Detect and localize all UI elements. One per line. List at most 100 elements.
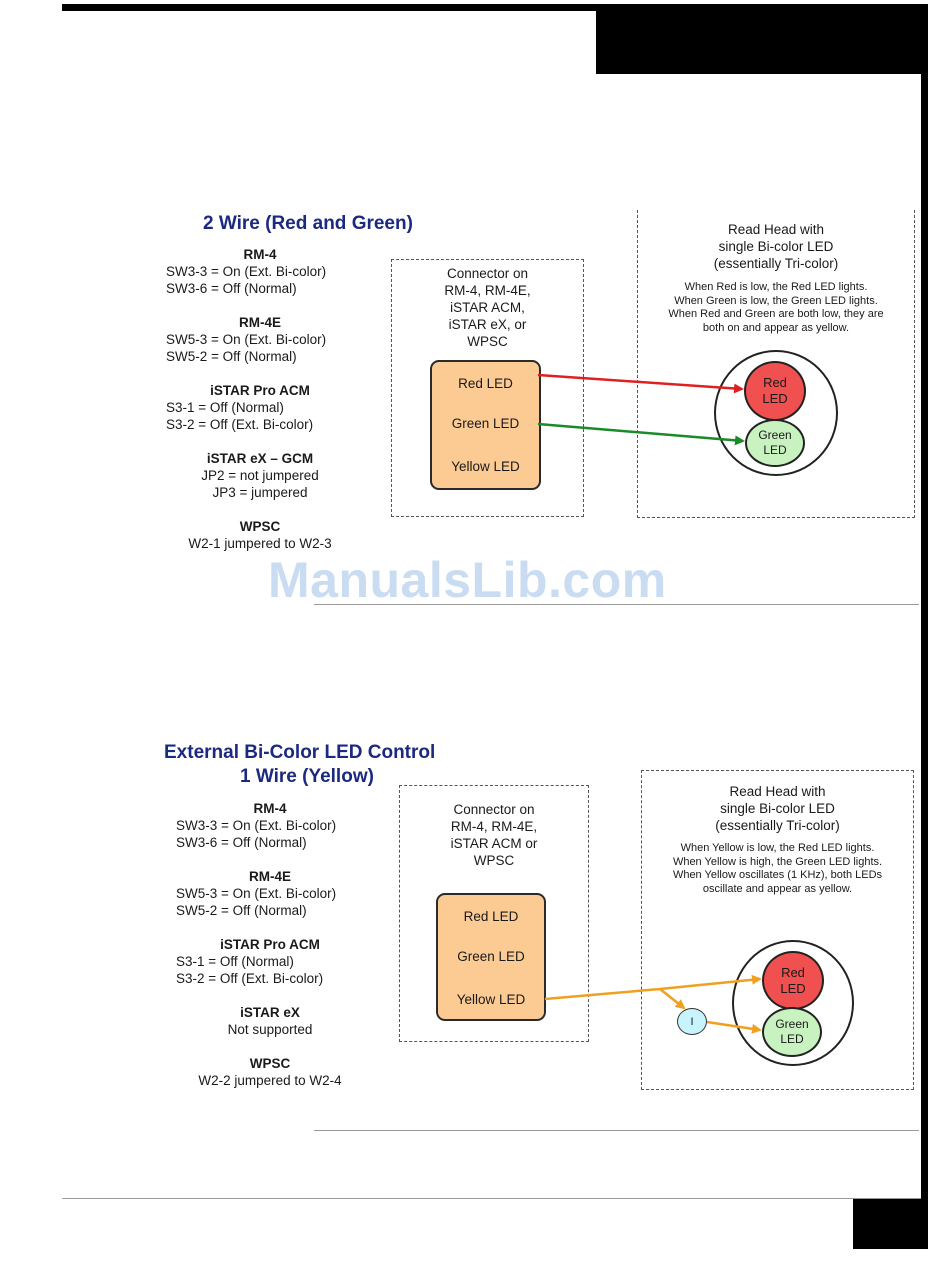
yellow-wire-branch xyxy=(659,988,686,1010)
config-rm4e: RM-4E SW5-3 = On (Ext. Bi-color) SW5-2 =… xyxy=(150,314,370,365)
green-led-label: LED xyxy=(763,443,787,457)
config-heading: iSTAR eX xyxy=(240,1005,300,1020)
config-line: SW3-6 = Off (Normal) xyxy=(176,835,307,850)
config-line: S3-2 = Off (Ext. Bi-color) xyxy=(176,971,324,986)
connector-line: Connector on xyxy=(446,266,529,281)
config-line: JP2 = not jumpered xyxy=(201,468,319,483)
config-istar-ex: iSTAR eX Not supported xyxy=(160,1004,380,1038)
section2-subtitle: 1 Wire (Yellow) xyxy=(240,766,374,787)
section1-readhead-title: Read Head with single Bi-color LED (esse… xyxy=(637,221,915,272)
connector-line: WPSC xyxy=(473,853,515,868)
config-wpsc: WPSC W2-1 jumpered to W2-3 xyxy=(150,518,370,552)
inverter-label: I xyxy=(690,1015,694,1028)
config-line: SW3-3 = On (Ext. Bi-color) xyxy=(176,818,337,833)
green-led-label: LED xyxy=(780,1032,804,1046)
section2-readhead-frame xyxy=(641,770,914,1090)
connector-yellow-led-label: Yellow LED xyxy=(451,459,520,474)
config-line: S3-1 = Off (Normal) xyxy=(166,400,284,415)
connector-green-led-label: Green LED xyxy=(457,949,525,964)
footer-rule xyxy=(62,1198,921,1199)
config-heading: RM-4E xyxy=(248,869,291,884)
red-led-label: LED xyxy=(780,980,806,996)
section1-title: 2 Wire (Red and Green) xyxy=(203,213,413,234)
yellow-wire xyxy=(544,974,762,1001)
green-led-label: Green xyxy=(775,1017,809,1031)
readhead-desc-line: oscillate and appear as yellow. xyxy=(702,882,853,895)
section-divider-2 xyxy=(314,1130,919,1131)
config-line: SW5-3 = On (Ext. Bi-color) xyxy=(166,332,327,347)
inverter-output-wire xyxy=(706,1020,762,1034)
config-heading: RM-4E xyxy=(238,315,281,330)
page-edge-bar xyxy=(921,4,928,1249)
header-block xyxy=(596,4,928,74)
config-heading: iSTAR Pro ACM xyxy=(220,937,320,952)
config-istar-pro-acm: iSTAR Pro ACM S3-1 = Off (Normal) S3-2 =… xyxy=(150,382,370,433)
connector-line: iSTAR eX, or xyxy=(448,317,527,332)
readhead-desc-line: When Red and Green are both low, they ar… xyxy=(668,308,884,320)
red-led-label: Red xyxy=(763,375,787,390)
config-line: W2-2 jumpered to W2-4 xyxy=(198,1073,342,1088)
connector-line: RM-4, RM-4E, xyxy=(450,819,538,834)
config-line: SW3-3 = On (Ext. Bi-color) xyxy=(166,264,327,279)
section2-config: RM-4 SW3-3 = On (Ext. Bi-color) SW3-6 = … xyxy=(160,800,380,1106)
readhead-desc-line: When Yellow oscillates (1 KHz), both LED… xyxy=(672,869,883,881)
readhead-desc-line: When Red is low, the Red LED lights. xyxy=(684,281,868,293)
page-number-box xyxy=(853,1199,928,1249)
section2-readhead-title: Read Head with single Bi-color LED (esse… xyxy=(641,783,914,834)
config-rm4: RM-4 SW3-3 = On (Ext. Bi-color) SW3-6 = … xyxy=(160,800,380,851)
connector-red-led-label: Red LED xyxy=(463,909,519,924)
watermark: ManualsLib.com xyxy=(268,552,667,608)
section2-inverter: I xyxy=(677,1008,707,1035)
section1-connector-frame xyxy=(391,259,584,517)
section2-title: External Bi-Color LED Control xyxy=(164,742,436,763)
readhead-title-line: Read Head with xyxy=(729,784,826,799)
config-heading: iSTAR eX – GCM xyxy=(206,451,314,466)
section1-connector-label: Connector on RM-4, RM-4E, iSTAR ACM, iST… xyxy=(391,265,584,350)
section2-connector-frame xyxy=(399,785,589,1042)
config-line: S3-2 = Off (Ext. Bi-color) xyxy=(166,417,314,432)
red-led-label: LED xyxy=(762,391,788,406)
green-led-label: Green xyxy=(758,428,792,442)
header-bar xyxy=(62,4,928,11)
config-line: Not supported xyxy=(227,1022,313,1037)
section1-config: RM-4 SW3-3 = On (Ext. Bi-color) SW3-6 = … xyxy=(150,246,370,569)
config-line: SW3-6 = Off (Normal) xyxy=(166,281,297,296)
connector-line: iSTAR ACM or xyxy=(450,836,538,851)
readhead-title-line: single Bi-color LED xyxy=(720,801,835,816)
config-line: SW5-2 = Off (Normal) xyxy=(166,349,297,364)
connector-line: iSTAR ACM, xyxy=(450,300,525,315)
connector-green-led-label: Green LED xyxy=(451,416,520,431)
readhead-title-line: Read Head with xyxy=(727,222,825,237)
config-heading: RM-4 xyxy=(253,801,287,816)
config-line: S3-1 = Off (Normal) xyxy=(176,954,294,969)
config-rm4: RM-4 SW3-3 = On (Ext. Bi-color) SW3-6 = … xyxy=(150,246,370,297)
section1-connector-led-box: Red LED Green LED Yellow LED xyxy=(430,360,541,490)
connector-line: Connector on xyxy=(453,802,535,817)
readhead-title-line: (essentially Tri-color) xyxy=(715,818,840,833)
section2-readhead-description: When Yellow is low, the Red LED lights. … xyxy=(641,842,914,896)
connector-red-led-label: Red LED xyxy=(458,376,513,391)
section2-connector-label: Connector on RM-4, RM-4E, iSTAR ACM or W… xyxy=(399,801,589,869)
readhead-desc-line: both on and appear as yellow. xyxy=(702,321,850,334)
red-led-label: Red xyxy=(781,964,805,980)
section-divider-1 xyxy=(314,604,919,605)
config-line: W2-1 jumpered to W2-3 xyxy=(188,536,332,551)
section1-readhead-description: When Red is low, the Red LED lights. Whe… xyxy=(637,281,915,335)
config-istar-pro-acm: iSTAR Pro ACM S3-1 = Off (Normal) S3-2 =… xyxy=(160,936,380,987)
readhead-title-line: (essentially Tri-color) xyxy=(713,256,839,271)
connector-yellow-led-label: Yellow LED xyxy=(456,992,526,1007)
config-heading: WPSC xyxy=(239,519,281,534)
readhead-desc-line: When Green is low, the Green LED lights. xyxy=(674,294,878,307)
config-wpsc: WPSC W2-2 jumpered to W2-4 xyxy=(160,1055,380,1089)
readhead-desc-line: When Yellow is high, the Green LED light… xyxy=(672,855,883,868)
config-line: JP3 = jumpered xyxy=(212,485,308,500)
config-heading: RM-4 xyxy=(243,247,277,262)
config-istar-ex-gcm: iSTAR eX – GCM JP2 = not jumpered JP3 = … xyxy=(150,450,370,501)
config-line: SW5-3 = On (Ext. Bi-color) xyxy=(176,886,337,901)
connector-line: RM-4, RM-4E, xyxy=(444,283,531,298)
connector-line: WPSC xyxy=(467,334,508,349)
readhead-desc-line: When Yellow is low, the Red LED lights. xyxy=(680,842,875,854)
readhead-title-line: single Bi-color LED xyxy=(718,239,834,254)
